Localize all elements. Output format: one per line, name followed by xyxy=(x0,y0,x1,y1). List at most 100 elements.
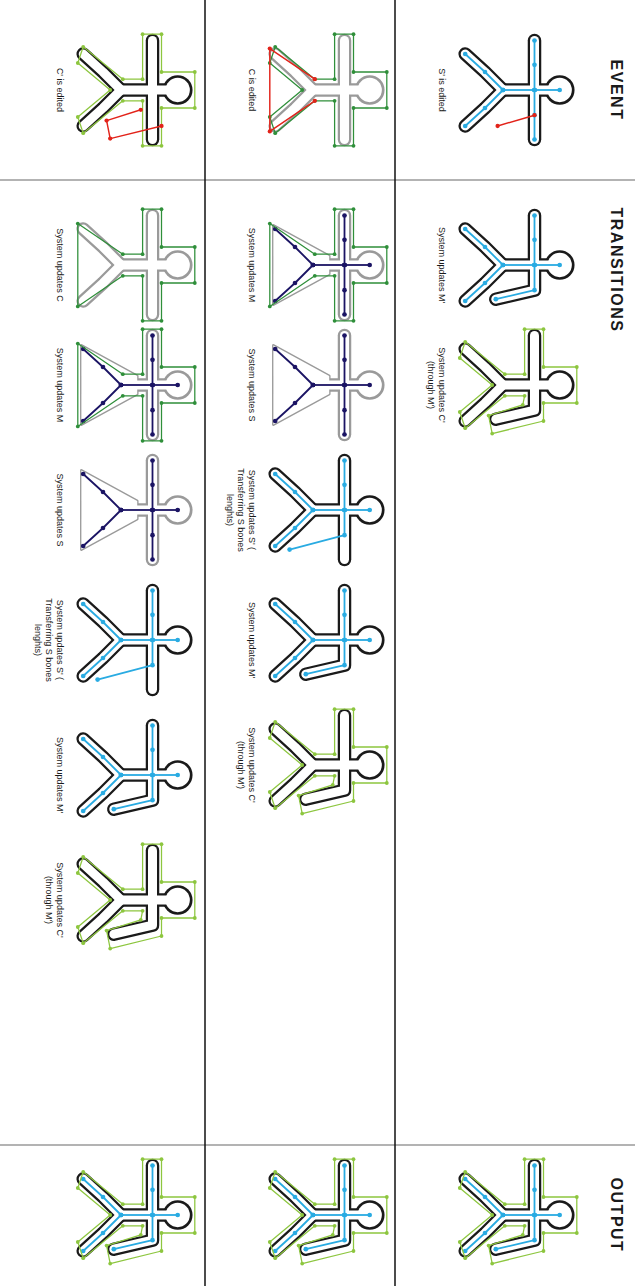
mesh-outline xyxy=(83,265,121,301)
cage-outline xyxy=(78,844,195,948)
cage-vertex xyxy=(385,745,389,749)
skeleton-bone xyxy=(275,640,313,676)
cage-vertex xyxy=(523,1202,527,1206)
skeleton-bone xyxy=(313,509,345,511)
skeleton-joint xyxy=(493,297,498,302)
cage-vertex xyxy=(458,1240,462,1244)
step-caption: C is edited xyxy=(246,40,257,140)
stick-figure xyxy=(458,1157,579,1265)
cage-vertex xyxy=(523,1157,527,1161)
skeleton-bone xyxy=(275,604,313,640)
edit-vertex xyxy=(139,108,143,112)
skeleton-joint xyxy=(119,1213,124,1218)
edit-vertex xyxy=(268,129,272,133)
cage-vertex xyxy=(160,880,164,884)
cage-vertex xyxy=(141,887,145,891)
cage-vertex xyxy=(333,752,337,756)
mesh-outline xyxy=(275,604,313,640)
cage-vertex xyxy=(458,356,462,360)
skeleton-joint xyxy=(150,1213,155,1218)
cage-vertex xyxy=(160,106,164,110)
skeleton-joint xyxy=(119,508,124,513)
skeleton-joint xyxy=(150,508,155,513)
skeleton-bone xyxy=(313,264,345,266)
skeleton-bone xyxy=(345,384,370,386)
skeleton-joint xyxy=(342,1187,347,1192)
skeleton-joint xyxy=(557,88,562,93)
skeleton-joint xyxy=(150,663,155,668)
cage-vertex xyxy=(141,372,145,376)
edit-vertex xyxy=(313,99,317,103)
mesh-fill xyxy=(83,739,121,775)
skeleton-joint xyxy=(557,1213,562,1218)
column-header: OUTPUT xyxy=(607,1135,625,1286)
skeleton-bone xyxy=(275,474,313,510)
skeleton-joint xyxy=(293,365,298,370)
cage-vertex xyxy=(160,365,164,369)
cage-vertex xyxy=(160,1157,164,1161)
mesh-outline xyxy=(338,461,352,511)
skeleton-joint xyxy=(150,638,155,643)
skeleton-joint xyxy=(483,1231,488,1236)
mesh-fill xyxy=(530,1166,539,1216)
cage-vertex xyxy=(160,144,164,148)
skeleton-joint xyxy=(501,263,506,268)
skeleton-joint xyxy=(273,602,278,607)
edit-vertex xyxy=(108,136,112,140)
mesh-outline xyxy=(338,265,352,315)
skeleton-joint xyxy=(175,508,180,513)
cage-vertex xyxy=(300,1213,304,1217)
skeleton-bone xyxy=(275,385,313,421)
cage-vertex xyxy=(352,207,356,211)
skeleton-bone xyxy=(114,1215,153,1249)
mesh-fill xyxy=(148,40,157,90)
skeleton-joint xyxy=(342,638,347,643)
skeleton-joint xyxy=(463,299,468,304)
skeleton-joint xyxy=(532,1213,537,1218)
mesh-fill xyxy=(148,851,157,901)
skeleton-joint xyxy=(119,638,124,643)
skeleton-joint xyxy=(119,773,124,778)
cage-vertex xyxy=(76,115,80,119)
stick-figure xyxy=(463,38,575,142)
skeleton-joint xyxy=(150,357,155,362)
skeleton-joint xyxy=(367,383,372,388)
skeleton-joint xyxy=(311,638,316,643)
cage-vertex xyxy=(331,1233,335,1237)
cage-vertex xyxy=(81,1256,85,1260)
edit-stroke xyxy=(107,110,162,139)
skeleton-joint xyxy=(150,482,155,487)
cage-vertex xyxy=(385,245,389,249)
skeleton-joint xyxy=(287,547,292,552)
cage-vertex xyxy=(297,794,301,798)
cage-vertex xyxy=(121,274,125,278)
cage-vertex xyxy=(141,327,145,331)
mesh-fill xyxy=(83,229,121,265)
cage-vertex xyxy=(542,1157,546,1161)
cage-vertex xyxy=(108,88,112,92)
mesh-fill xyxy=(313,635,345,644)
cage-vertex xyxy=(160,401,164,405)
skeleton-joint xyxy=(342,1163,347,1168)
step-caption: System updates S xyxy=(54,462,65,558)
mesh-fill xyxy=(83,775,121,811)
skeleton-bone xyxy=(153,1214,178,1216)
cage-vertex xyxy=(352,799,356,803)
mesh-outline xyxy=(338,385,352,435)
skeleton-joint xyxy=(342,508,347,513)
stick-figure xyxy=(268,207,389,322)
skeleton-joint xyxy=(501,1213,506,1218)
skeleton-bone xyxy=(121,639,153,641)
skeleton-joint xyxy=(175,1213,180,1218)
cage-vertex xyxy=(268,1240,272,1244)
skeleton-joint xyxy=(311,263,316,268)
skeleton-joint xyxy=(532,213,537,218)
mesh-fill xyxy=(275,640,313,676)
skeleton-joint xyxy=(532,1213,537,1218)
cage-vertex xyxy=(352,707,356,711)
mesh-outline xyxy=(83,739,121,775)
cage-vertex xyxy=(141,1157,145,1161)
skeleton-joint xyxy=(81,737,86,742)
step-caption: System updates M' xyxy=(246,592,257,688)
skeleton-joint xyxy=(150,638,155,643)
